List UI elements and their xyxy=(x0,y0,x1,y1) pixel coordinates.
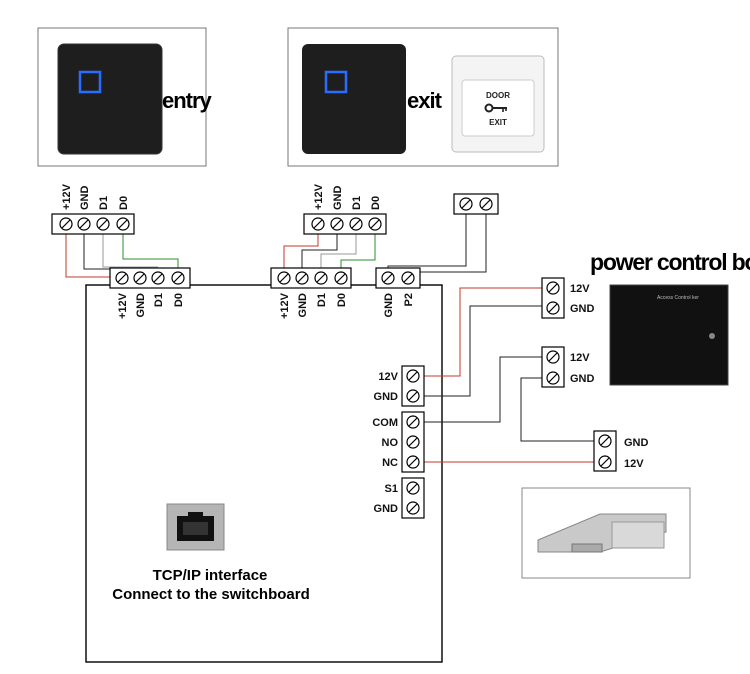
wire-board-12v xyxy=(423,287,543,377)
psu-output-2-terminal-block: 12V GND xyxy=(541,346,595,388)
exit-terminal-screws xyxy=(311,217,382,231)
wire-exit-12v xyxy=(283,234,319,268)
wire-exit-d1 xyxy=(320,234,357,268)
exit-button-label: EXIT xyxy=(489,118,507,127)
board-button-pin-p2: P2 xyxy=(403,293,415,306)
exit-card-reader xyxy=(302,44,406,154)
entry-reader-panel: entry xyxy=(37,27,214,167)
exit-pin-12v: +12V xyxy=(313,183,325,210)
board-relay-nc: NC xyxy=(382,457,398,469)
entry-label: entry xyxy=(162,88,213,113)
board-power-gnd: GND xyxy=(374,391,399,403)
power-control-box-title: power control box xyxy=(590,249,750,275)
board-exit-pin-12v: +12V xyxy=(279,292,291,319)
lock-terminal-block: GND 12V xyxy=(593,430,649,472)
board-power-12v: 12V xyxy=(378,371,398,383)
key-icon xyxy=(484,103,507,113)
psu-out2-12v: 12V xyxy=(570,352,590,364)
wire-exit-gnd xyxy=(301,234,338,268)
wire-entry-gnd xyxy=(83,234,141,270)
entry-card-reader xyxy=(58,44,162,154)
psu-out1-gnd: GND xyxy=(570,303,595,315)
exit-button-terminal-block xyxy=(453,193,499,215)
exit-label: exit xyxy=(407,88,443,113)
power-box-plate-text: Access Control ker xyxy=(657,295,699,301)
entry-pin-gnd: GND xyxy=(79,186,91,211)
wire-board-gnd xyxy=(423,305,543,397)
tcp-ip-subtitle: Connect to the switchboard xyxy=(112,586,310,603)
tcp-ip-title: TCP/IP interface xyxy=(153,567,268,584)
exit-pin-gnd: GND xyxy=(332,186,344,211)
board-entry-terminal-block: +12V GND D1 D0 xyxy=(109,267,191,319)
board-sensor-s1: S1 xyxy=(385,483,398,495)
board-sensor-gnd: GND xyxy=(374,503,399,515)
entry-rfid-indicator-icon xyxy=(78,70,102,94)
wire-exit-d0 xyxy=(340,234,376,268)
entry-pin-12v: +12V xyxy=(61,183,73,210)
entry-pin-d1: D1 xyxy=(98,196,110,210)
wire-button-gnd xyxy=(387,214,467,268)
electric-bolt-lock xyxy=(537,513,667,553)
lock-pin-12v: 12V xyxy=(624,458,644,470)
psu-out2-gnd: GND xyxy=(570,373,595,385)
board-exit-pin-d1: D1 xyxy=(316,293,328,307)
wire-entry-d1 xyxy=(102,234,158,268)
power-box-lock-icon xyxy=(709,333,715,339)
board-exit-terminal-block: +12V GND D1 D0 xyxy=(270,267,352,319)
board-relay-com: COM xyxy=(372,417,398,429)
wires xyxy=(65,214,598,463)
board-entry-pin-d0: D0 xyxy=(173,293,185,307)
entry-pin-d0: D0 xyxy=(118,196,130,210)
electric-lock-panel xyxy=(521,487,691,579)
exit-rfid-indicator-icon xyxy=(324,70,348,94)
door-label: DOOR xyxy=(486,91,510,100)
exit-reader-panel: exit DOOR EXIT xyxy=(287,27,559,167)
board-relay-no: NO xyxy=(382,437,399,449)
board-entry-pin-12v: +12V xyxy=(117,292,129,319)
power-control-box: power control box Access Control ker xyxy=(590,249,750,386)
board-button-pin-gnd: GND xyxy=(383,293,395,318)
board-entry-pin-d1: D1 xyxy=(153,293,165,307)
board-button-terminal-block: GND P2 xyxy=(375,267,421,318)
wire-button-p2 xyxy=(407,214,487,273)
exit-pin-d1: D1 xyxy=(351,196,363,210)
board-sensor-terminal-block: S1 GND xyxy=(374,477,425,519)
board-exit-pin-d0: D0 xyxy=(336,293,348,307)
psu-output-1-terminal-block: 12V GND xyxy=(541,277,595,319)
tcp-ip-port xyxy=(166,503,225,551)
psu-out1-12v: 12V xyxy=(570,283,590,295)
entry-terminal-screws xyxy=(59,217,130,231)
board-relay-terminal-block: COM NO NC xyxy=(372,411,425,473)
board-entry-pin-gnd: GND xyxy=(135,293,147,318)
wire-entry-d0 xyxy=(122,234,179,268)
exit-reader-terminal-block: +12V GND D1 D0 xyxy=(303,183,387,235)
lock-pin-gnd: GND xyxy=(624,437,649,449)
wire-lock-gnd xyxy=(520,377,598,442)
controller-board xyxy=(85,284,443,663)
exit-pin-d0: D0 xyxy=(370,196,382,210)
wire-com xyxy=(423,356,543,423)
board-power-terminal-block: 12V GND xyxy=(374,365,425,407)
entry-reader-terminal-block: +12V GND D1 D0 xyxy=(51,183,135,235)
board-exit-pin-gnd: GND xyxy=(297,293,309,318)
